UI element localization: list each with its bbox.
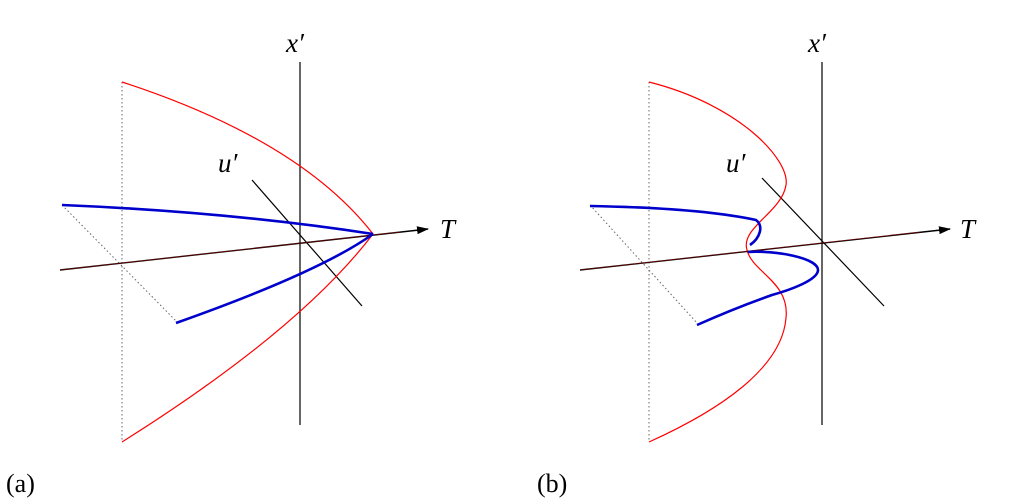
guide-line-diagonal xyxy=(589,204,698,324)
trajectory-lower xyxy=(175,232,374,325)
trajectory-upper xyxy=(589,204,762,247)
envelope-curve xyxy=(648,81,787,443)
t-axis-red-overlay xyxy=(59,231,401,271)
trajectory-lower xyxy=(696,250,820,327)
panel-label: (a) xyxy=(6,469,35,498)
t-axis-label: T xyxy=(960,214,977,244)
x-axis-label: x′ xyxy=(807,28,827,58)
u-axis-line xyxy=(761,177,885,307)
panel-a: x′ u′ T (a) xyxy=(6,28,457,498)
envelope-curve xyxy=(121,81,374,443)
panel-label: (b) xyxy=(537,469,567,498)
panel-b: x′ u′ T (b) xyxy=(537,28,977,498)
u-axis-label: u′ xyxy=(726,148,747,178)
x-axis-label: x′ xyxy=(285,28,305,58)
t-axis-label: T xyxy=(440,214,457,244)
u-axis-label: u′ xyxy=(218,148,239,178)
trajectory-upper xyxy=(61,203,374,236)
